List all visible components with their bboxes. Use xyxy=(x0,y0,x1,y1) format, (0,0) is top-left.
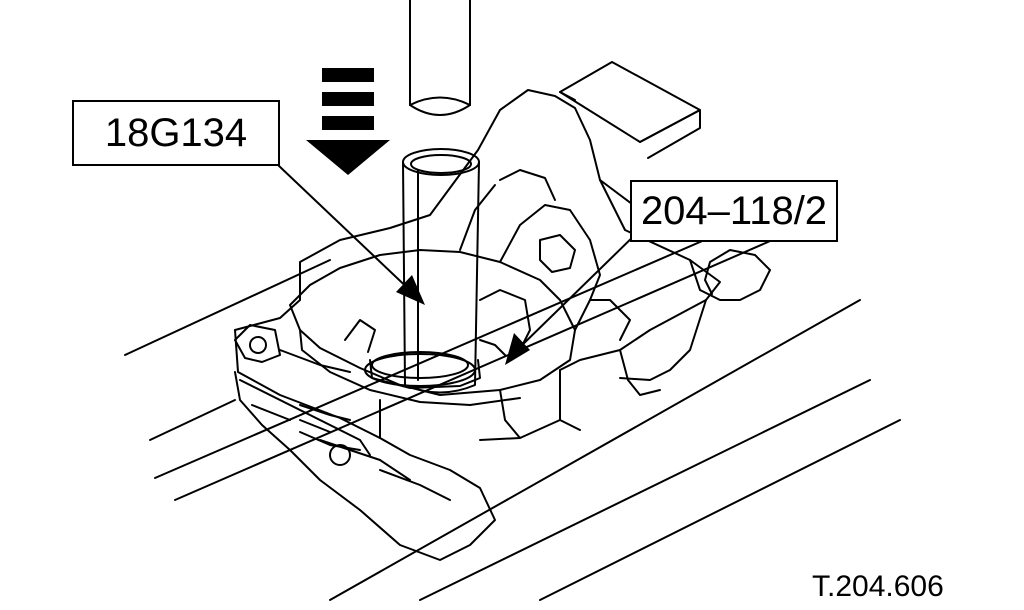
base-plate-lines xyxy=(124,189,901,601)
callout-18g134-text: 18G134 xyxy=(104,111,248,155)
installer-tool-18g134 xyxy=(402,148,480,394)
figure-reference: T.204.606 xyxy=(812,570,944,603)
seal-seat xyxy=(344,289,531,389)
arrowhead-204-118-2 xyxy=(505,333,530,365)
leader-line-18g134 xyxy=(277,164,416,296)
press-direction-arrow xyxy=(306,68,390,175)
callout-204-118-2-text: 204–118/2 xyxy=(640,189,828,233)
press-ram xyxy=(409,0,471,116)
gearbox-housing xyxy=(234,89,771,561)
callout-204-118-2: 204–118/2 xyxy=(630,180,838,242)
callout-18g134: 18G134 xyxy=(72,100,280,166)
support-block xyxy=(559,61,701,159)
arrowhead-18g134 xyxy=(396,275,425,305)
leader-line-204-118-2 xyxy=(514,229,641,353)
mounting-flange xyxy=(234,324,451,501)
